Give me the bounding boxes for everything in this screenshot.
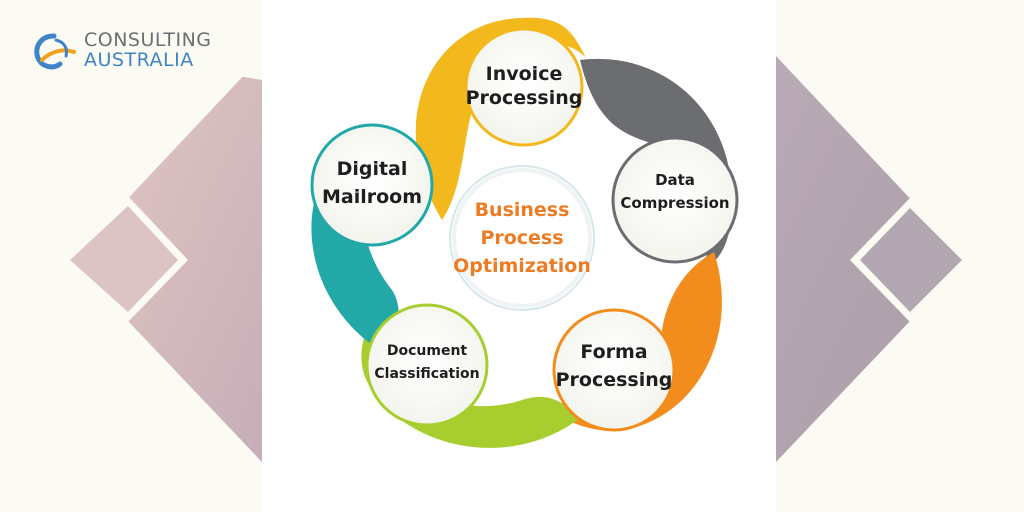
process-cycle-diagram: Invoice Processing Data Compression Form… xyxy=(310,17,739,448)
center-label-line: Process xyxy=(480,227,563,249)
logo-text: CONSULTING AUSTRALIA xyxy=(84,30,212,70)
right-background-panel xyxy=(776,0,1024,512)
right-diamond-decoration xyxy=(776,56,972,462)
swirl-arm-invoice-processing xyxy=(415,17,586,220)
center-business-process-optimization: Business Process Optimization xyxy=(449,165,595,311)
swirl-arm-data-compression xyxy=(580,58,732,270)
left-diamond-decoration xyxy=(60,56,262,462)
node-label-line: Classification xyxy=(374,366,479,382)
node-label-line: Processing xyxy=(466,87,583,109)
center-label-line: Business xyxy=(475,199,570,221)
logo-swirl-icon xyxy=(34,33,76,70)
logo-line-consulting: CONSULTING xyxy=(84,29,212,51)
node-label-line: Mailroom xyxy=(322,186,422,208)
node-label-line: Data xyxy=(655,171,695,189)
node-label-line: Digital xyxy=(337,158,408,180)
node-digital-mailroom: Digital Mailroom xyxy=(310,123,434,247)
node-label-line: Processing xyxy=(556,369,673,391)
node-label-line: Invoice xyxy=(486,63,563,85)
node-data-compression: Data Compression xyxy=(611,136,739,264)
node-invoice-processing: Invoice Processing xyxy=(464,27,584,147)
consulting-australia-logo[interactable]: CONSULTING AUSTRALIA xyxy=(30,30,230,76)
diagram-panel: Invoice Processing Data Compression Form… xyxy=(262,0,776,512)
logo-line-australia: AUSTRALIA xyxy=(84,49,194,71)
node-document-classification: Document Classification xyxy=(365,303,489,427)
node-label-line: Forma xyxy=(580,341,647,363)
center-label-line: Optimization xyxy=(453,255,591,277)
left-background-panel: CONSULTING AUSTRALIA xyxy=(0,0,262,512)
node-forma-processing: Forma Processing xyxy=(552,308,676,432)
node-label-line: Document xyxy=(387,343,468,359)
swirl-arm-forma-processing xyxy=(554,252,722,431)
node-label-line: Compression xyxy=(620,194,729,212)
